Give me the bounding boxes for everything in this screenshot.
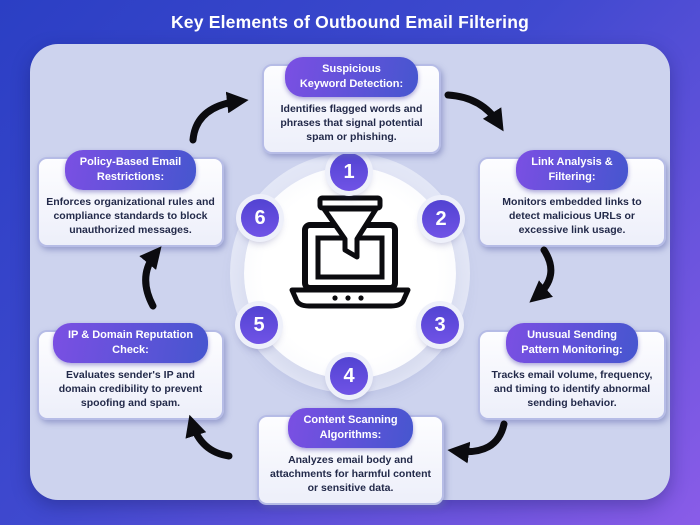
card-heading-pill: Unusual Sending Pattern Monitoring: xyxy=(506,323,638,363)
card-heading-line: Suspicious xyxy=(322,63,381,75)
card-heading-pill: IP & Domain Reputation Check: xyxy=(52,323,209,363)
card-heading-pill: Link Analysis & Filtering: xyxy=(516,150,628,190)
card-unusual-sending-pattern-monitoring: Unusual Sending Pattern Monitoring: Trac… xyxy=(478,323,666,421)
card-body-text: Evaluates sender's IP and domain credibi… xyxy=(58,368,203,410)
card-body-text: Enforces organizational rules and compli… xyxy=(46,195,215,237)
step-badge-6: 6 xyxy=(241,199,279,237)
card-heading-line: Keyword Detection: xyxy=(299,77,404,90)
card-heading-pill: Policy-Based Email Restrictions: xyxy=(64,150,197,190)
card-link-analysis-filtering: Link Analysis & Filtering: Monitors embe… xyxy=(478,150,666,248)
page-title: Key Elements of Outbound Email Filtering xyxy=(170,11,530,32)
card-suspicious-keyword-detection: Suspicious Keyword Detection: Identifies… xyxy=(262,57,441,155)
card-heading-line: Policy-Based Email xyxy=(79,156,182,168)
step-badge-5: 5 xyxy=(240,306,278,344)
center-hub-circle xyxy=(244,167,456,379)
card-heading-line: IP & Domain Reputation xyxy=(67,329,194,341)
card-ip-domain-reputation-check: IP & Domain Reputation Check: Evaluates … xyxy=(37,323,224,421)
card-policy-based-email-restrictions: Policy-Based Email Restrictions: Enforce… xyxy=(37,150,224,248)
card-heading-line: Algorithms: xyxy=(319,428,382,441)
card-heading-pill: Content Scanning Algorithms: xyxy=(288,408,413,448)
step-badge-3: 3 xyxy=(421,306,459,344)
step-badge-1: 1 xyxy=(330,153,368,191)
card-heading-line: Check: xyxy=(112,343,149,356)
card-body-text: Identifies flagged words and phrases tha… xyxy=(280,102,423,144)
card-heading-line: Pattern Monitoring: xyxy=(521,343,623,356)
card-heading-line: Unusual Sending xyxy=(527,329,617,341)
card-body-text: Analyzes email body and attachments for … xyxy=(269,453,432,495)
card-heading-line: Content Scanning xyxy=(303,414,398,426)
laptop-filter-funnel-icon xyxy=(289,195,411,309)
card-content-scanning-algorithms: Content Scanning Algorithms: Analyzes em… xyxy=(257,408,444,506)
card-body-text: Tracks email volume, frequency, and timi… xyxy=(491,368,653,410)
card-heading-pill: Suspicious Keyword Detection: xyxy=(284,57,419,97)
card-heading-line: Link Analysis & xyxy=(531,156,613,168)
card-heading-line: Filtering: xyxy=(548,170,596,183)
card-heading-line: Restrictions: xyxy=(96,170,165,183)
card-body-text: Monitors embedded links to detect malici… xyxy=(502,195,642,237)
step-badge-2: 2 xyxy=(422,200,460,238)
step-badge-4: 4 xyxy=(330,357,368,395)
